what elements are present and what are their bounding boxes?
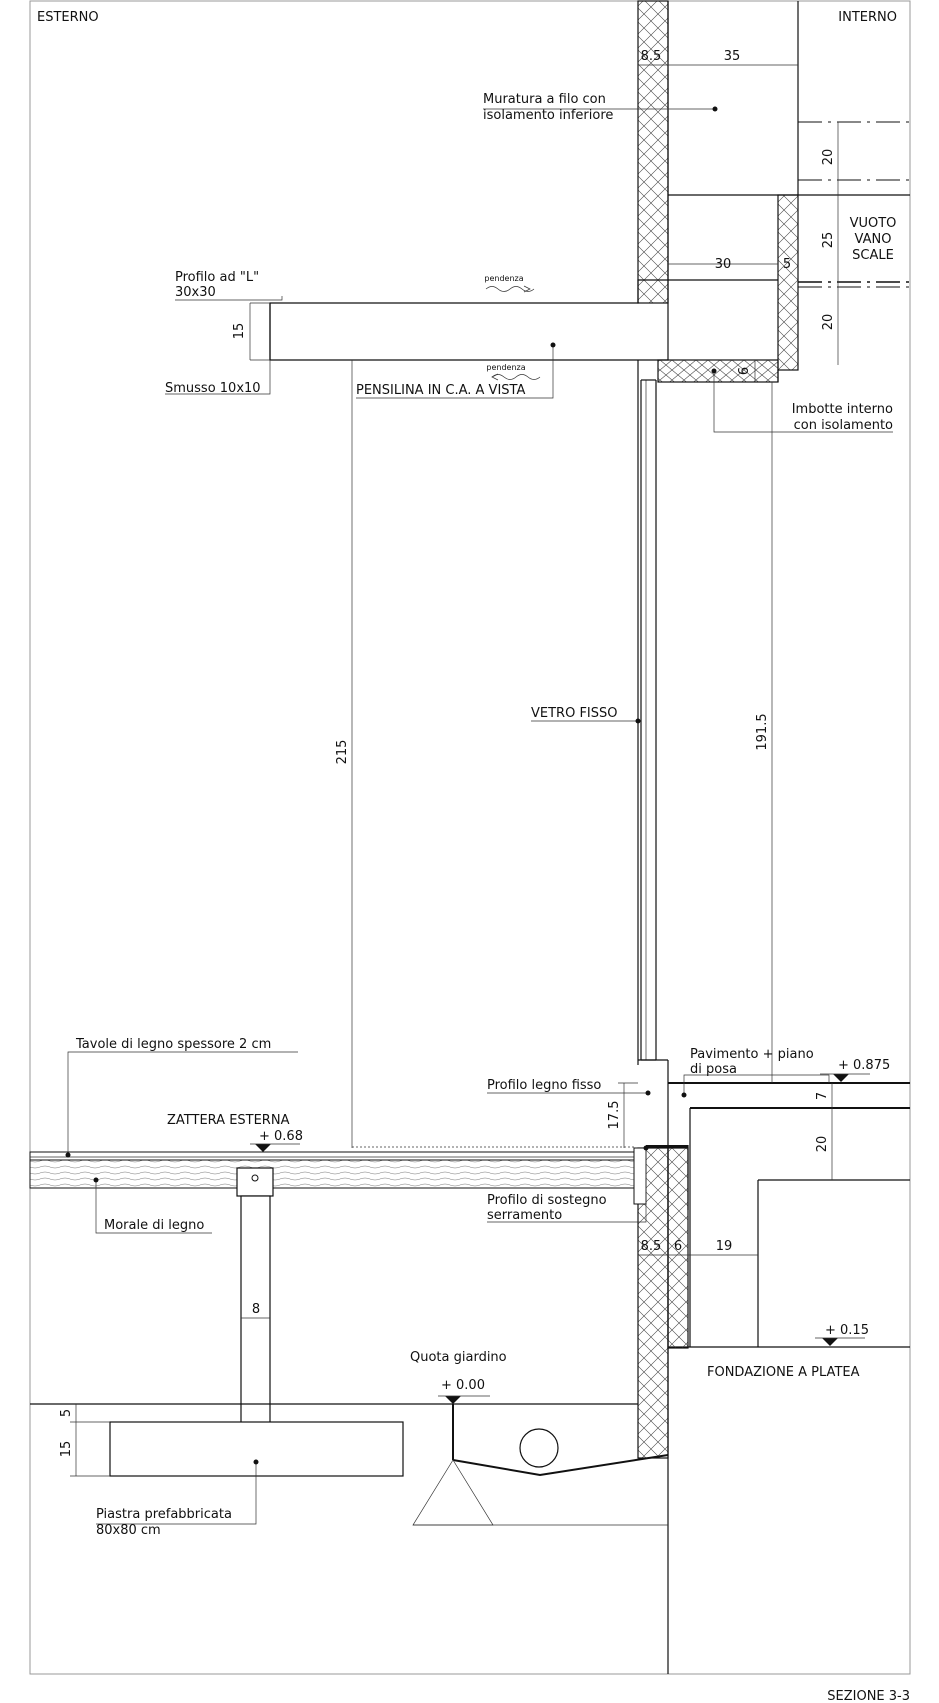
dim-canopy-wall: 30: [715, 257, 732, 272]
dim-plate-top: 5: [59, 1409, 74, 1417]
label-chamfer: Smusso 10x10: [165, 381, 261, 396]
dim-post-width: 8: [252, 1302, 260, 1317]
label-plate-line1: Piastra prefabbricata: [96, 1507, 232, 1522]
level-marker-raft: [255, 1144, 271, 1152]
dim-void-lower: 20: [821, 314, 836, 331]
level-marker-foundation: [822, 1338, 838, 1346]
label-fixed-wood-profile: Profilo legno fisso: [487, 1078, 601, 1093]
label-reveal-line2: con isolamento: [794, 418, 893, 433]
label-masonry-line2: isolamento inferiore: [483, 108, 613, 123]
label-plate-line2: 80x80 cm: [96, 1523, 161, 1538]
level-marker-garden: [445, 1396, 461, 1404]
label-raft: ZATTERA ESTERNA: [167, 1113, 290, 1128]
label-exterior: ESTERNO: [37, 10, 99, 25]
label-section: SEZIONE 3-3: [827, 1689, 910, 1703]
dim-plate-thickness: 15: [59, 1441, 74, 1458]
label-fixed-glass: VETRO FISSO: [531, 706, 618, 721]
drawing-frame: [29, 0, 911, 1675]
label-stair-void-line2: VANO: [855, 232, 892, 247]
label-l-profile-line2: 30x30: [175, 285, 216, 300]
label-garden-level: Quota giardino: [410, 1350, 507, 1365]
drain-trench: [452, 1454, 669, 1477]
label-wood-boards: Tavole di legno spessore 2 cm: [75, 1037, 271, 1052]
upper-wall: [637, 0, 910, 371]
dim-canopy-thickness: 15: [232, 323, 247, 340]
drain-pipe: [519, 1428, 559, 1468]
label-frame-support-line1: Profilo di sostegno: [487, 1193, 607, 1208]
dim-clear-height-inside: 191.5: [755, 713, 770, 750]
label-canopy: PENSILINA IN C.A. A VISTA: [356, 383, 525, 398]
wall-insulation-upper: [637, 0, 669, 304]
level-marker-floor: [833, 1074, 849, 1082]
level-floor: + 0.875: [838, 1058, 890, 1073]
frame-support-profile: [633, 1147, 647, 1205]
stake-triangle: [412, 1459, 494, 1526]
label-foundation: FONDAZIONE A PLATEA: [707, 1365, 860, 1380]
dim-void-middle: 25: [821, 232, 836, 249]
level-raft: + 0.68: [259, 1129, 303, 1144]
dim-wall-insulation-bottom: 8.5: [641, 1239, 662, 1254]
label-slope-bottom: pendenza: [486, 363, 525, 372]
glazing: [637, 360, 669, 1083]
lower-wall: [637, 1145, 689, 1459]
label-masonry-line1: Muratura a filo con: [483, 92, 606, 107]
dim-void-upper: 20: [821, 149, 836, 166]
precast-plate: [109, 1421, 404, 1477]
label-slope-top: pendenza: [484, 274, 523, 283]
dimension-lines: [70, 60, 839, 1477]
dim-clear-height-outside: 215: [335, 740, 350, 765]
reveal-insulation: [657, 359, 779, 383]
level-foundation: + 0.15: [825, 1323, 869, 1338]
level-garden: + 0.00: [441, 1378, 485, 1393]
label-reveal-line1: Imbotte interno: [792, 402, 893, 417]
label-joist: Morale di legno: [104, 1218, 204, 1233]
timber-joist: [29, 1159, 635, 1189]
dim-floor-slab: 20: [815, 1136, 830, 1153]
slope-bottom-arrow: [491, 374, 541, 380]
label-frame-support-line2: serramento: [487, 1208, 562, 1223]
dim-threshold-height: 17.5: [607, 1101, 622, 1130]
dim-floor-thickness: 7: [815, 1092, 830, 1100]
void-insulation: [777, 194, 799, 371]
decking-boards: [29, 1151, 635, 1161]
label-stair-void-line1: VUOTO: [850, 216, 897, 231]
label-floor-line1: Pavimento + piano: [690, 1047, 814, 1062]
garden: [30, 1403, 669, 1526]
dim-wall-top: 35: [724, 49, 741, 64]
leader-lines: [65, 106, 893, 1525]
post-head: [236, 1167, 274, 1197]
dim-wall-insulation-top: 8.5: [641, 49, 662, 64]
exterior-raft: [29, 1146, 647, 1477]
label-floor-line2: di posa: [690, 1062, 737, 1077]
dim-insulation-bottom: 6: [674, 1239, 682, 1254]
dim-reveal-insulation: 5: [783, 257, 791, 272]
dim-reveal-thickness: 6: [737, 367, 752, 375]
level-markers: [250, 1073, 870, 1404]
label-l-profile-line1: Profilo ad "L": [175, 270, 259, 285]
label-stair-void-line3: SCALE: [852, 248, 894, 263]
label-interior: INTERNO: [838, 10, 897, 25]
dim-slab-wall: 19: [716, 1239, 733, 1254]
